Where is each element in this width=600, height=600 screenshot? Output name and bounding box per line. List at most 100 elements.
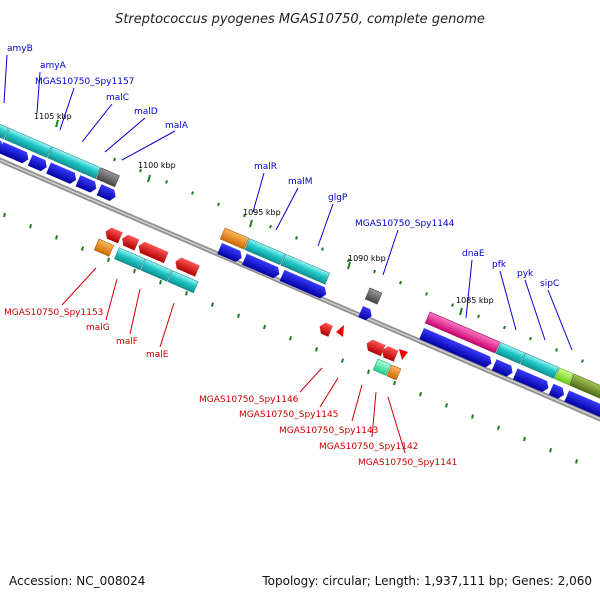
cds-arrow[interactable] <box>27 154 49 173</box>
tick-mark <box>419 391 422 397</box>
label-amyB[interactable]: amyB <box>7 44 33 54</box>
kbp-tick <box>249 219 253 228</box>
rev-arrow[interactable] <box>317 321 334 337</box>
label-MGAS10750_Spy1141[interactable]: MGAS10750_Spy1141 <box>358 458 457 468</box>
gene-orange-low[interactable] <box>386 364 402 381</box>
gene-malE[interactable] <box>167 270 199 294</box>
tick-mark <box>107 257 110 263</box>
tick-mark <box>237 313 240 319</box>
tick-mark <box>321 247 324 251</box>
cds-arrow[interactable] <box>46 162 78 186</box>
cds-arrow[interactable] <box>548 383 567 401</box>
tick-mark <box>347 258 350 263</box>
gene-pfk[interactable] <box>495 342 525 365</box>
gene-MGAS10750_Spy1157[interactable] <box>47 146 101 179</box>
gene-malG[interactable] <box>114 247 146 271</box>
gene-amyA[interactable] <box>4 127 52 158</box>
tick-mark <box>575 459 578 464</box>
gene-MGAS10750_Spy1153[interactable] <box>93 238 115 257</box>
gene-mint[interactable] <box>372 358 392 376</box>
gene-dnaE[interactable] <box>424 311 501 354</box>
rev-arrow[interactable] <box>103 226 123 244</box>
gene-malF[interactable] <box>140 258 172 282</box>
cds-arrow[interactable] <box>358 306 374 322</box>
label-pfk[interactable]: pfk <box>492 260 507 270</box>
label-malE[interactable]: malE <box>146 350 169 360</box>
cds-arrow[interactable] <box>96 184 118 202</box>
label-sipC[interactable]: sipC <box>540 279 559 289</box>
tick-mark <box>425 292 428 296</box>
label-glgP[interactable]: glgP <box>328 193 348 203</box>
gene-orange-top[interactable] <box>219 227 250 250</box>
gene-pyk[interactable] <box>520 352 559 379</box>
label-malC[interactable]: malC <box>106 93 129 103</box>
cds-arrow[interactable] <box>242 253 282 280</box>
label-malR[interactable]: malR <box>254 162 277 172</box>
label-amyA[interactable]: amyA <box>40 61 67 71</box>
kbp-label-1085: 1085 kbp <box>456 296 494 305</box>
forward-gene-labels <box>3 54 573 351</box>
label-MGAS10750_Spy1144[interactable]: MGAS10750_Spy1144 <box>355 219 455 229</box>
tick-mark <box>113 157 116 162</box>
gene-amyB[interactable] <box>0 119 9 140</box>
label-malF[interactable]: malF <box>116 337 138 347</box>
label-MGAS10750_Spy1142[interactable]: MGAS10750_Spy1142 <box>319 442 418 452</box>
tick-mark <box>497 425 500 431</box>
forward-cds-genes <box>0 138 600 419</box>
tick-mark <box>191 191 194 195</box>
tick-mark <box>529 336 532 341</box>
rev-arrow[interactable] <box>120 233 140 251</box>
gene-sipC[interactable] <box>554 367 574 386</box>
tick-mark <box>399 280 402 285</box>
label-malM[interactable]: malM <box>288 177 313 187</box>
tick-mark <box>341 358 344 363</box>
rev-small-triangle[interactable] <box>336 325 344 337</box>
label-pyk[interactable]: pyk <box>517 269 534 279</box>
gene-malM[interactable] <box>280 253 331 285</box>
forward-gene-label-text: amyB amyA MGAS10750_Spy1157 malC malD ma… <box>7 44 559 289</box>
tick-mark <box>133 268 136 274</box>
rev-small-triangle[interactable] <box>399 349 408 360</box>
tick-mark <box>549 447 552 453</box>
cds-arrow[interactable] <box>512 368 551 393</box>
tick-mark <box>217 202 220 207</box>
cds-arrow[interactable] <box>75 175 99 194</box>
rev-arrow[interactable] <box>136 240 169 264</box>
label-MGAS10750_Spy1146[interactable]: MGAS10750_Spy1146 <box>199 395 299 405</box>
rev-arrow[interactable] <box>364 338 386 357</box>
tick-mark <box>263 324 266 330</box>
tick-mark <box>503 325 506 330</box>
gene-gray-2[interactable] <box>364 287 383 305</box>
cds-arrow[interactable] <box>217 243 244 264</box>
gene-malR[interactable] <box>244 238 286 266</box>
label-malG[interactable]: malG <box>86 323 110 333</box>
label-malA[interactable]: malA <box>165 121 189 131</box>
tick-mark <box>367 369 370 375</box>
label-MGAS10750_Spy1153[interactable]: MGAS10750_Spy1153 <box>4 308 103 318</box>
cds-arrow[interactable] <box>564 390 600 419</box>
cds-arrow[interactable] <box>491 359 515 378</box>
label-MGAS10750_Spy1143[interactable]: MGAS10750_Spy1143 <box>279 426 378 436</box>
tick-mark <box>295 236 298 240</box>
tick-mark <box>471 414 474 419</box>
tick-mark <box>289 335 292 341</box>
tick-mark <box>445 403 448 408</box>
rev-arrow[interactable] <box>380 345 399 362</box>
gene-olive[interactable] <box>569 373 600 402</box>
map-title: Streptococcus pyogenes MGAS10750, comple… <box>115 12 485 27</box>
gene-gray-1[interactable] <box>96 167 120 188</box>
label-dnaE[interactable]: dnaE <box>462 249 485 259</box>
tick-mark <box>185 291 188 296</box>
tick-mark <box>55 235 58 240</box>
label-MGAS10750_Spy1145[interactable]: MGAS10750_Spy1145 <box>239 410 338 420</box>
outer-ring-genes <box>0 119 600 402</box>
kbp-label-1095: 1095 kbp <box>243 208 281 217</box>
rev-arrow[interactable] <box>173 256 200 277</box>
cds-arrow[interactable] <box>419 328 494 369</box>
cds-arrow[interactable] <box>0 141 31 165</box>
tick-mark <box>393 380 396 386</box>
label-MGAS10750_Spy1157[interactable]: MGAS10750_Spy1157 <box>35 77 134 87</box>
cds-arrow[interactable] <box>279 269 329 300</box>
reverse-gene-labels <box>61 267 406 454</box>
label-malD[interactable]: malD <box>134 107 158 117</box>
